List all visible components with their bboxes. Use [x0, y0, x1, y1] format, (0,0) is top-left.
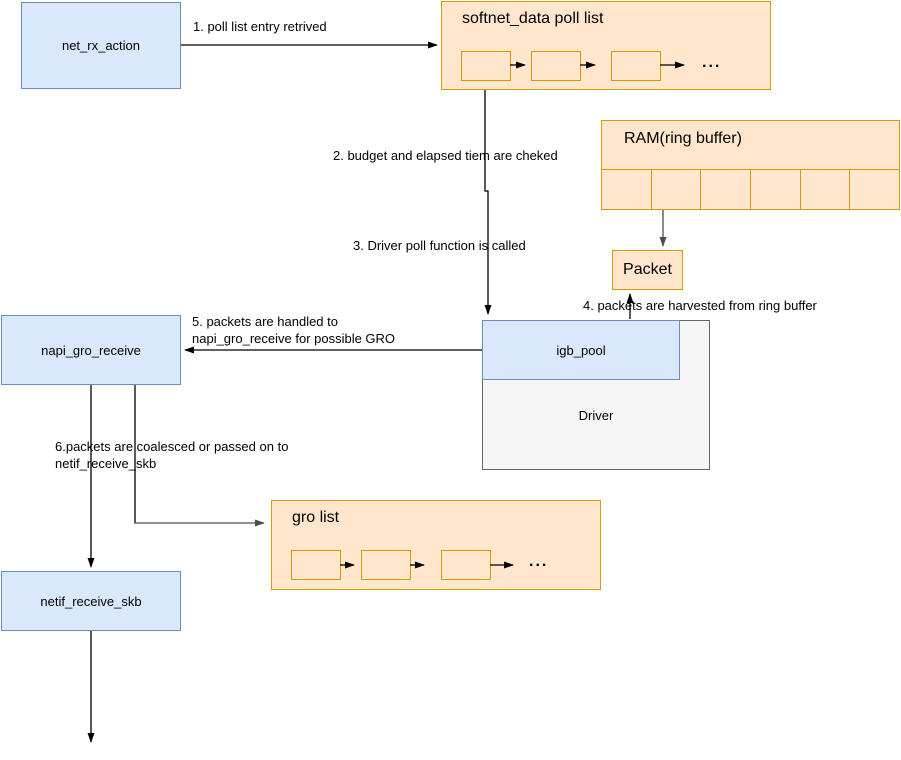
- poll-list-ellipsis: ...: [702, 54, 722, 71]
- edge-label-step6: 6.packets are coalesced or passed on to …: [55, 438, 288, 472]
- ram-ring-buffer-title: RAM(ring buffer): [624, 130, 742, 147]
- edge-label-step3: 3. Driver poll function is called: [353, 238, 526, 253]
- packet-node: Packet: [612, 250, 683, 290]
- edge-label-step5: 5. packets are handled to napi_gro_recei…: [192, 313, 395, 347]
- gro-list-entry-1: [291, 550, 341, 580]
- gro-list-entry-3: [441, 550, 491, 580]
- napi-gro-receive-label: napi_gro_receive: [41, 342, 141, 358]
- napi-gro-receive-node: napi_gro_receive: [1, 315, 181, 385]
- softnet-poll-list-title: softnet_data poll list: [462, 10, 604, 27]
- edge-label-step5-line2: napi_gro_receive for possible GRO: [192, 331, 396, 346]
- driver-label: Driver: [578, 408, 614, 423]
- ring-buffer-slots: [602, 169, 899, 209]
- poll-list-entry-1: [461, 51, 511, 81]
- ring-buffer-slot: [602, 170, 651, 209]
- edge-label-step2: 2. budget and elapsed tiem are cheked: [333, 148, 558, 163]
- netif-receive-skb-node: netif_receive_skb: [1, 571, 181, 631]
- edge-label-step1: 1. poll list entry retrived: [193, 19, 327, 34]
- edge-label-step5-line1: 5. packets are handled to: [192, 314, 338, 329]
- ring-buffer-slot: [700, 170, 750, 209]
- ring-buffer-slot: [650, 170, 701, 209]
- edge-label-step4: 4. packets are harvested from ring buffe…: [583, 298, 817, 313]
- netif-receive-skb-label: netif_receive_skb: [40, 593, 142, 609]
- gro-list-container: gro list ...: [271, 500, 601, 590]
- gro-list-ellipsis: ...: [529, 553, 549, 570]
- ram-ring-buffer-container: RAM(ring buffer): [601, 120, 900, 210]
- igb-pool-node: igb_pool: [482, 320, 680, 380]
- edge-step2-step3-arrow: [484, 90, 492, 315]
- gro-list-title: gro list: [292, 509, 340, 526]
- packet-label: Packet: [623, 261, 672, 278]
- net-rx-action-label: net_rx_action: [61, 38, 141, 53]
- poll-list-entry-2: [531, 51, 581, 81]
- net-rx-action-node: net_rx_action: [21, 2, 181, 89]
- edge-label-step6-line2: netif_receive_skb: [55, 456, 157, 471]
- poll-list-entry-3: [611, 51, 661, 81]
- ring-buffer-slot: [750, 170, 800, 209]
- igb-pool-label: igb_pool: [556, 342, 606, 358]
- ring-buffer-slot: [849, 170, 899, 209]
- softnet-poll-list-container: softnet_data poll list ...: [441, 1, 771, 90]
- edge-label-step6-line1: 6.packets are coalesced or passed on to: [55, 439, 289, 454]
- gro-list-entry-2: [361, 550, 411, 580]
- ring-buffer-slot: [799, 170, 850, 209]
